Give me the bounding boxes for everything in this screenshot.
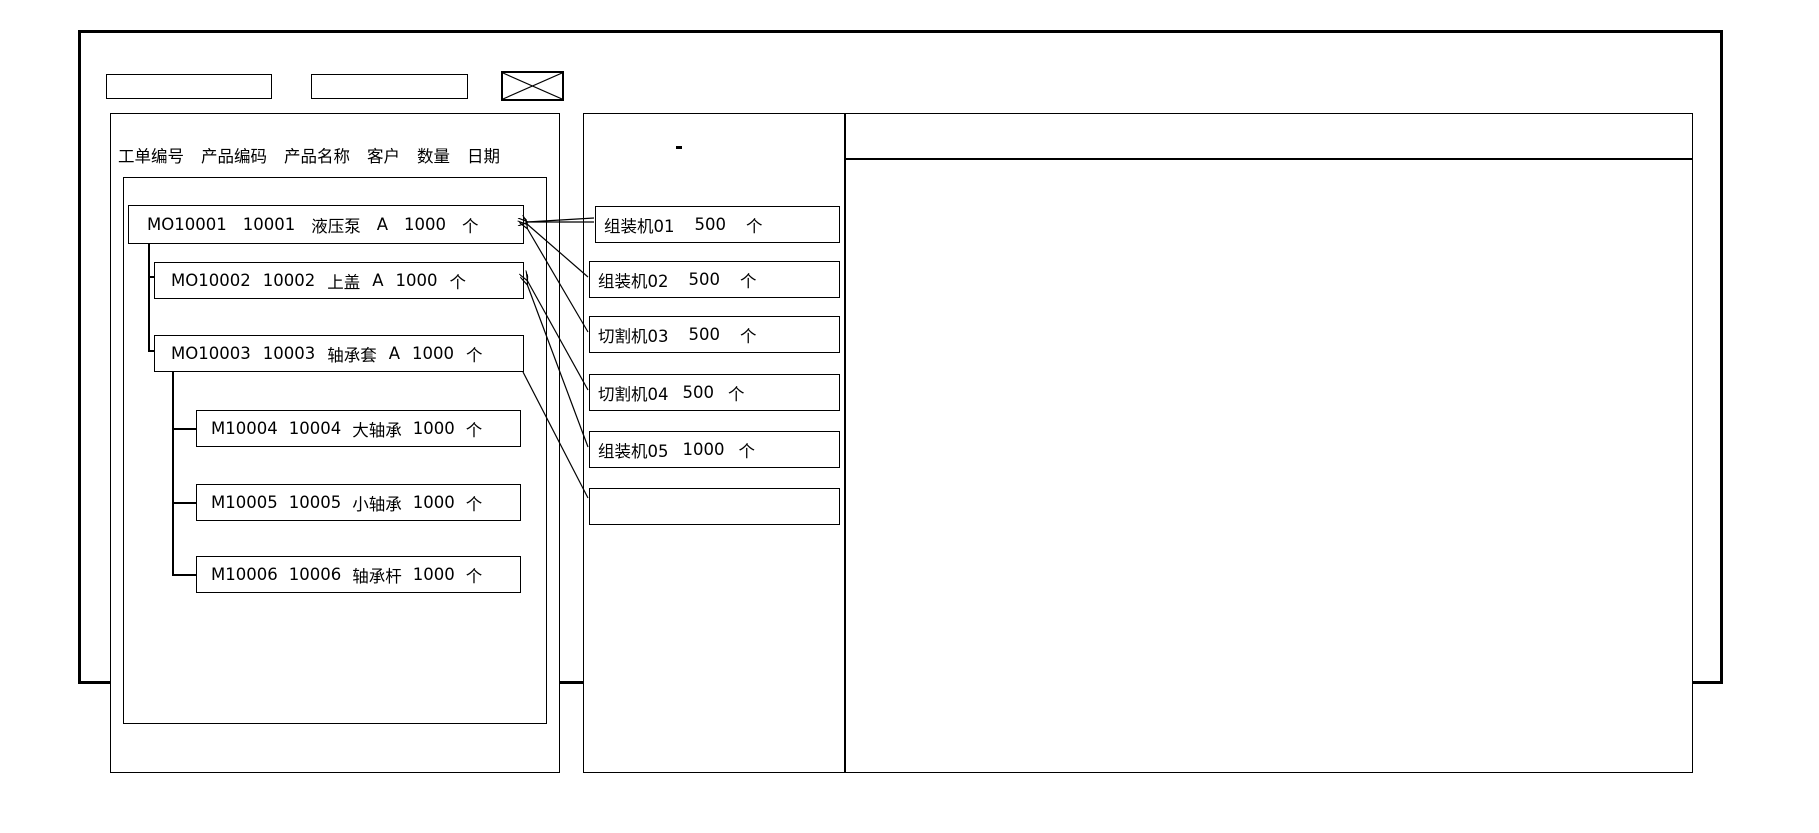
column-header-customer: 客户 <box>367 147 400 166</box>
table-row[interactable]: M10005 10005 小轴承 1000 个 <box>196 484 521 521</box>
row-quantity: 1000 <box>404 215 447 234</box>
row-quantity: 1000 <box>412 344 455 363</box>
row-product-name: 大轴承 <box>352 420 402 440</box>
row-unit: 个 <box>466 345 483 365</box>
row-product-name: 小轴承 <box>352 494 402 514</box>
row-order-no: MO10001 <box>147 215 227 234</box>
machine-quantity: 1000 <box>682 440 725 459</box>
tree-connector-trunk-1 <box>148 217 150 352</box>
row-quantity: 1000 <box>412 565 455 584</box>
row-product-code: 10002 <box>262 271 316 290</box>
machine-unit: 个 <box>740 271 757 291</box>
table-row[interactable]: MO10003 10003 轴承套 A 1000 个 <box>154 335 524 372</box>
list-item[interactable]: 切割机03 500 个 <box>589 316 840 353</box>
column-header-order-no: 工单编号 <box>118 147 184 166</box>
machine-unit: 个 <box>746 216 763 236</box>
machine-quantity: 500 <box>688 325 721 344</box>
column-header-date: 日期 <box>467 147 500 166</box>
list-item[interactable]: 组装机05 1000 个 <box>589 431 840 468</box>
work-order-table-body <box>123 177 547 724</box>
row-product-code: 10006 <box>288 565 342 584</box>
right-panel-header-divider <box>846 158 1692 160</box>
machine-quantity: 500 <box>694 215 727 234</box>
machine-name: 组装机02 <box>598 271 669 291</box>
machine-name: 切割机04 <box>598 384 669 404</box>
row-product-name: 轴承杆 <box>352 566 402 586</box>
row-unit: 个 <box>462 216 479 236</box>
column-header-product-code: 产品编码 <box>201 147 267 166</box>
column-header-product-name: 产品名称 <box>284 147 350 166</box>
right-panel-body-text <box>850 165 1688 765</box>
toolbar-field-1[interactable] <box>106 74 272 99</box>
row-product-name: 液压泵 <box>311 216 361 236</box>
tree-connector-branch-3 <box>172 428 196 430</box>
toolbar-field-2[interactable] <box>311 74 468 99</box>
row-customer: A <box>388 344 401 363</box>
row-product-code: 10004 <box>288 419 342 438</box>
row-quantity: 1000 <box>412 419 455 438</box>
row-quantity: 1000 <box>412 493 455 512</box>
table-row[interactable]: MO10002 10002 上盖 A 1000 个 <box>154 262 524 299</box>
row-unit: 个 <box>465 494 483 514</box>
machine-name: 组装机05 <box>598 441 669 461</box>
machine-quantity: 500 <box>688 270 721 289</box>
column-header-quantity: 数量 <box>417 147 450 166</box>
work-order-table-header: 工单编号 产品编码 产品名称 客户 数量 日期 <box>118 142 538 168</box>
row-order-no: MO10003 <box>171 344 251 363</box>
row-quantity: 1000 <box>395 271 438 290</box>
list-item[interactable]: 切割机04 500 个 <box>589 374 840 411</box>
row-product-code: 10005 <box>288 493 342 512</box>
machine-name: 切割机03 <box>598 326 669 346</box>
tree-connector-branch-4 <box>172 502 196 504</box>
row-product-code: 10003 <box>262 344 316 363</box>
machine-unit: 个 <box>728 384 745 404</box>
row-unit: 个 <box>465 420 483 440</box>
table-row[interactable]: M10006 10006 轴承杆 1000 个 <box>196 556 521 593</box>
table-row[interactable]: MO10001 10001 液压泵 A 1000 个 <box>128 205 524 244</box>
list-item[interactable]: 组装机02 500 个 <box>589 261 840 298</box>
crossed-box-icon[interactable] <box>501 71 564 101</box>
middle-panel-marker <box>676 146 682 149</box>
list-item[interactable]: 组装机01 500 个 <box>595 206 840 243</box>
machine-quantity: 500 <box>682 383 715 402</box>
right-panel <box>845 113 1693 773</box>
right-panel-header-text <box>850 120 1688 153</box>
row-product-code: 10001 <box>242 215 296 234</box>
tree-connector-branch-5 <box>172 574 196 576</box>
row-order-no: M10005 <box>211 493 278 512</box>
row-order-no: M10004 <box>211 419 278 438</box>
machine-unit: 个 <box>740 326 757 346</box>
row-order-no: MO10002 <box>171 271 251 290</box>
row-product-name: 上盖 <box>327 272 361 292</box>
list-item-empty[interactable] <box>589 488 840 525</box>
machine-unit: 个 <box>738 441 756 461</box>
machine-name: 组装机01 <box>604 216 675 236</box>
row-order-no: M10006 <box>211 565 278 584</box>
row-product-name: 轴承套 <box>327 345 377 365</box>
tree-connector-trunk-2 <box>172 350 174 575</box>
table-row[interactable]: M10004 10004 大轴承 1000 个 <box>196 410 521 447</box>
row-unit: 个 <box>465 566 483 586</box>
row-customer: A <box>372 271 384 290</box>
row-customer: A <box>376 215 389 234</box>
row-unit: 个 <box>449 272 467 292</box>
